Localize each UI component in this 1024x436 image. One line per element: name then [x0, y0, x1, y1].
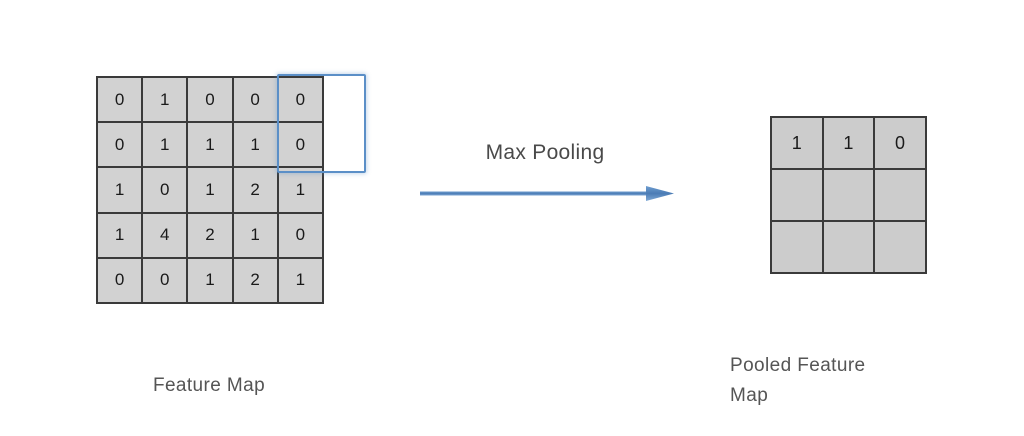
- feature-map-grid: 0 1 0 0 0 0 1 1 1 0 1 0 1 2 1 1 4 2 1 0 …: [96, 76, 324, 304]
- pooled-map-cell: 1: [772, 118, 824, 170]
- feature-map-cell: 0: [278, 78, 324, 124]
- pooled-map-caption-line-1: Pooled Feature: [730, 355, 866, 376]
- feature-map-cell: 0: [278, 213, 324, 259]
- feature-map-cell: 1: [188, 123, 234, 169]
- max-pooling-arrow-icon: [420, 186, 674, 201]
- feature-map-cell: 0: [143, 258, 189, 304]
- feature-map-cell: 0: [233, 78, 279, 124]
- max-pooling-label: Max Pooling: [485, 141, 605, 164]
- feature-map-cell: 2: [188, 213, 234, 259]
- feature-map-cell: 1: [278, 168, 324, 214]
- pooled-map-cell: [823, 170, 876, 222]
- pooled-feature-map-caption: Pooled Feature Map: [730, 351, 930, 411]
- feature-map-cell: 0: [98, 258, 144, 304]
- feature-map-cell: 1: [233, 123, 279, 169]
- feature-map-cell: 1: [188, 168, 234, 214]
- feature-map-cell: 1: [143, 78, 189, 124]
- pooled-feature-map-grid: 1 1 0: [770, 116, 927, 274]
- feature-map-cell: 0: [98, 123, 144, 169]
- pooled-map-cell: [772, 222, 824, 274]
- pooled-map-cell: [875, 170, 927, 222]
- pooled-map-cell: [772, 170, 824, 222]
- feature-map-cell: 0: [143, 168, 189, 214]
- feature-map-cell: 1: [188, 258, 234, 304]
- feature-map-cell: 1: [233, 213, 279, 259]
- pooled-map-cell: [823, 222, 876, 274]
- feature-map-cell: 1: [98, 168, 144, 214]
- feature-map-cell: 1: [98, 213, 144, 259]
- feature-map-cell: 2: [233, 258, 279, 304]
- pooled-map-cell: [875, 222, 927, 274]
- pooled-map-cell: 0: [875, 118, 927, 170]
- feature-map-cell: 1: [143, 123, 189, 169]
- feature-map-caption: Feature Map: [152, 375, 266, 396]
- pooled-map-caption-line-2: Map: [730, 385, 769, 406]
- feature-map-cell: 0: [98, 78, 144, 124]
- pooled-map-cell: 1: [823, 118, 876, 170]
- feature-map-cell: 4: [143, 213, 189, 259]
- feature-map-cell: 1: [278, 258, 324, 304]
- feature-map-cell: 0: [278, 123, 324, 169]
- feature-map-cell: 0: [188, 78, 234, 124]
- feature-map-cell: 2: [233, 168, 279, 214]
